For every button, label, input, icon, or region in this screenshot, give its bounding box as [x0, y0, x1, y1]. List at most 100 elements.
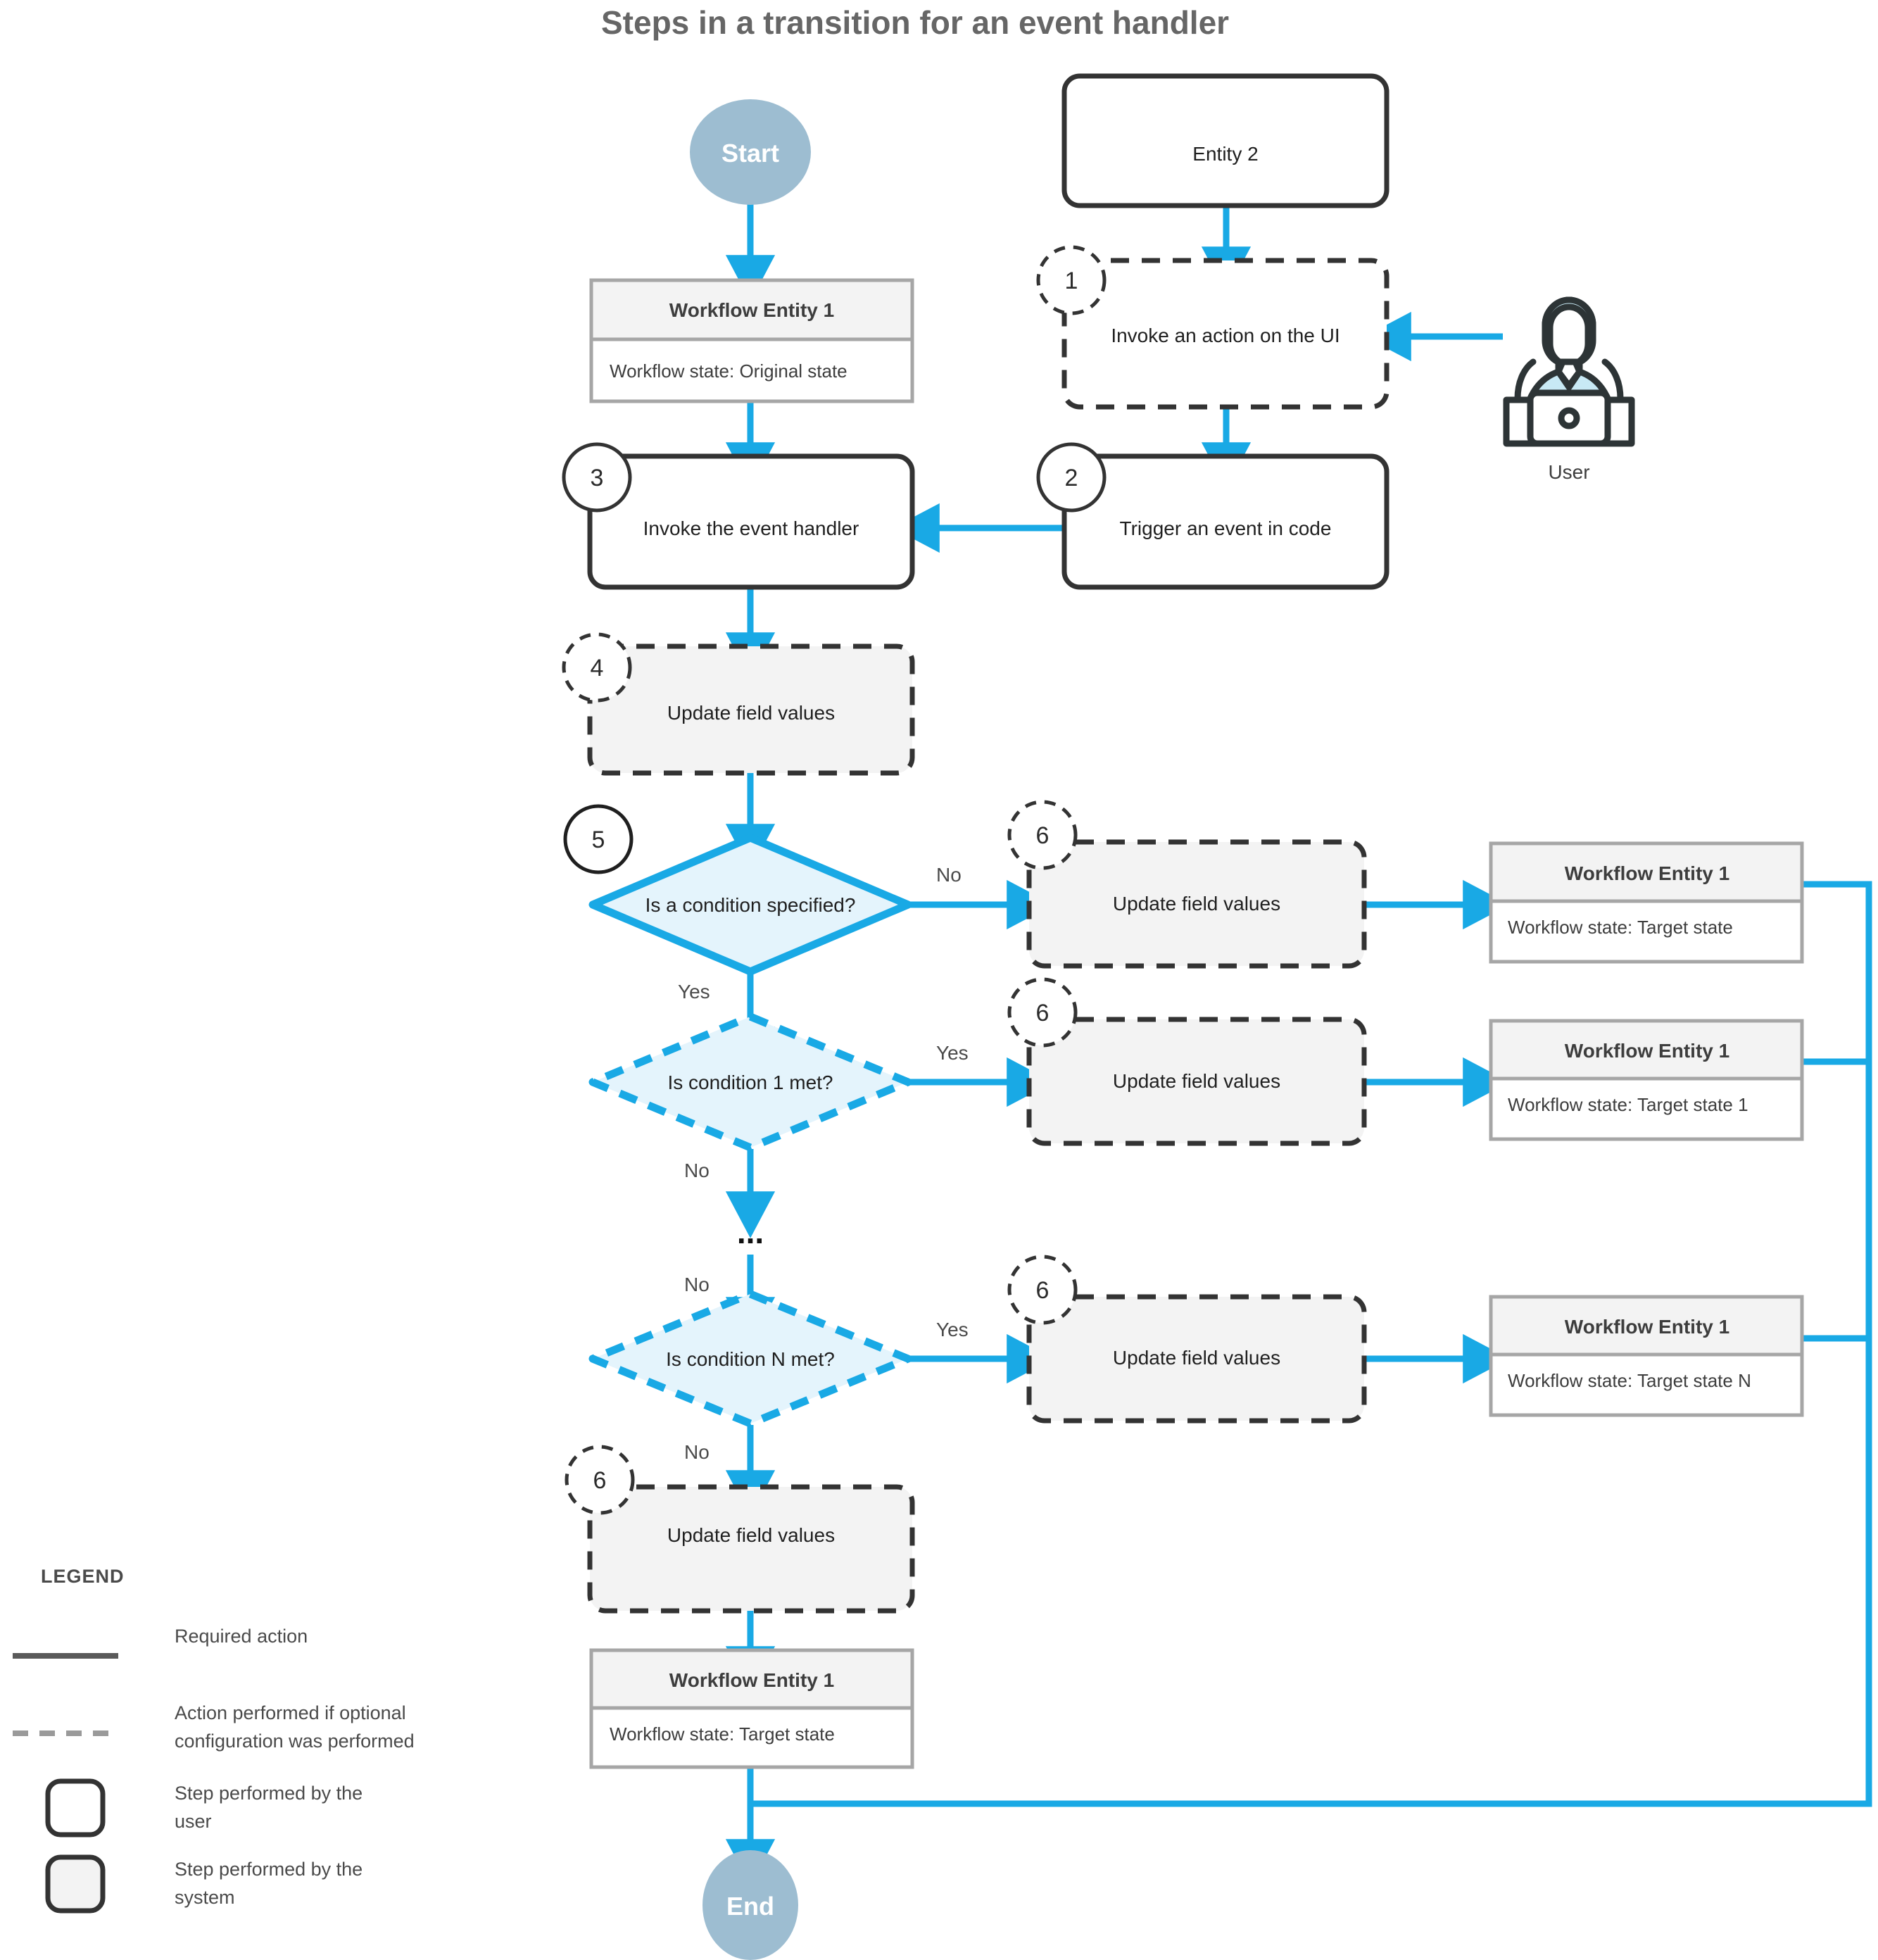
step-badge-3-circle [562, 442, 632, 513]
entity-target-body: Workflow state: Target state [1508, 917, 1733, 938]
legend-item-1-text-line2: configuration was performed [175, 1730, 415, 1752]
entity2-label: Entity 2 [1192, 143, 1258, 165]
entity-target-1-body: Workflow state: Target state 1 [1508, 1094, 1748, 1115]
step-badge-5-circle [563, 804, 634, 874]
update-fields-6d-shape [587, 1484, 915, 1614]
start-terminator-shape [690, 99, 811, 205]
node-entity-target-n[interactable]: Workflow Entity 1 Workflow state: Target… [1489, 1295, 1804, 1417]
node-entity-target-final[interactable]: Workflow Entity 1 Workflow state: Target… [589, 1648, 914, 1769]
legend-item-3-text-line2: system [175, 1887, 235, 1908]
node-update-fields-6b[interactable]: 6 Update field values [1007, 977, 1367, 1146]
edge-label-condn-no: No [684, 1441, 710, 1463]
update-fields-6b-shape [1026, 1017, 1367, 1146]
user-at-laptop-icon: User [1503, 296, 1635, 483]
invoke-ui-shape [1061, 258, 1389, 410]
edge-label-decision5-yes: Yes [678, 981, 710, 1003]
node-invoke-handler[interactable]: 3 Invoke the event handler [562, 442, 915, 590]
decision5-shape [588, 834, 912, 976]
legend-item-1-text-line1: Action performed if optional [175, 1702, 406, 1723]
legend-item-3-text-line1: Step performed by the [175, 1859, 363, 1880]
entity-target-final-body: Workflow state: Target state [610, 1723, 835, 1745]
node-decision-condition-1[interactable]: Is condition 1 met? [588, 1012, 912, 1152]
edge-label-cond1-yes: Yes [936, 1042, 969, 1064]
step-badge-3-number: 3 [591, 465, 604, 491]
legend-item-2-text-line1: Step performed by the [175, 1783, 363, 1804]
step-badge-6b-number: 6 [1036, 1000, 1050, 1026]
edge-label-cond1-no: No [684, 1160, 710, 1181]
legend-swatch-white-rounded-box [45, 1778, 106, 1837]
node-decision-condition-specified[interactable]: 5 Is a condition specified? [563, 804, 912, 976]
ellipsis-label: ... [737, 1214, 764, 1250]
entity-target-header-band [1489, 841, 1804, 903]
step-badge-4-number: 4 [591, 655, 604, 681]
node-update-fields-6d[interactable]: 6 Update field values [565, 1445, 915, 1614]
legend-heading: LEGEND [41, 1566, 125, 1587]
entity-original-body: Workflow state: Original state [610, 360, 847, 382]
step-badge-6d-number: 6 [593, 1467, 607, 1494]
node-trigger-event[interactable]: 2 Trigger an event in code [1036, 442, 1389, 590]
update-fields-6a-label: Update field values [1113, 893, 1280, 915]
step-badge-1-number: 1 [1065, 268, 1078, 294]
invoke-handler-shape [587, 453, 915, 590]
step-badge-6a-number: 6 [1036, 822, 1050, 849]
step-badge-6c-circle [1007, 1255, 1078, 1325]
entity-target-final-header: Workflow Entity 1 [669, 1669, 834, 1691]
update-fields-4-shape [587, 643, 915, 776]
entity-original-header: Workflow Entity 1 [669, 299, 834, 321]
user-label: User [1548, 461, 1589, 483]
node-end[interactable]: End [702, 1850, 798, 1960]
entity-target-header: Workflow Entity 1 [1565, 862, 1729, 884]
start-label: Start [721, 139, 779, 168]
end-terminator-shape [702, 1850, 798, 1960]
step-badge-6a-circle [1007, 800, 1078, 870]
update-fields-4-label: Update field values [667, 702, 835, 724]
entity-target-1-header: Workflow Entity 1 [1565, 1040, 1729, 1062]
legend-item-0-text: Required action [175, 1626, 308, 1647]
node-entity-target-1[interactable]: Workflow Entity 1 Workflow state: Target… [1489, 1019, 1804, 1141]
edge-return-bus-target [750, 881, 1872, 1807]
step-badge-6c-number: 6 [1036, 1277, 1050, 1304]
step-badge-5-number: 5 [592, 827, 605, 853]
node-update-fields-6a[interactable]: 6 Update field values [1007, 800, 1367, 969]
decision-condn-label: Is condition N met? [666, 1348, 835, 1370]
decision-cond1-shape [588, 1012, 912, 1152]
node-entity2[interactable]: Entity 2 [1061, 73, 1389, 208]
invoke-ui-label: Invoke an action on the UI [1111, 325, 1340, 346]
legend-item-2-text-line2: user [175, 1811, 212, 1832]
decision-cond1-label: Is condition 1 met? [667, 1072, 833, 1093]
connector-layer [725, 200, 1872, 1886]
decision-condn-shape [588, 1290, 912, 1428]
node-update-fields-6c[interactable]: 6 Update field values [1007, 1255, 1367, 1424]
step-badge-6d-circle [565, 1445, 635, 1515]
legend-swatch-gray-rounded-box [45, 1854, 106, 1914]
trigger-event-shape [1061, 453, 1389, 590]
invoke-handler-label: Invoke the event handler [643, 517, 859, 539]
step-badge-2-circle [1036, 442, 1107, 513]
decision5-label: Is a condition specified? [645, 894, 856, 916]
legend: LEGEND Required action Action performed … [13, 1566, 415, 1914]
edge-label-condn-yes: Yes [936, 1319, 969, 1340]
step-badge-6b-circle [1007, 977, 1078, 1048]
entity-original-header-band [589, 278, 914, 341]
entity2-shape [1061, 73, 1389, 208]
node-entity-original[interactable]: Workflow Entity 1 Workflow state: Origin… [589, 278, 914, 403]
trigger-event-label: Trigger an event in code [1120, 517, 1332, 539]
node-entity-target[interactable]: Workflow Entity 1 Workflow state: Target… [1489, 841, 1804, 964]
entity-target-1-header-band [1489, 1019, 1804, 1081]
update-fields-6a-shape [1026, 839, 1367, 969]
step-badge-4-circle [562, 632, 632, 703]
update-fields-6c-shape [1026, 1294, 1367, 1424]
node-update-fields-4[interactable]: 4 Update field values [562, 632, 915, 776]
update-fields-6b-label: Update field values [1113, 1070, 1280, 1092]
step-badge-1-circle [1036, 245, 1107, 315]
end-label: End [726, 1892, 774, 1921]
node-decision-condition-n[interactable]: Is condition N met? [588, 1290, 912, 1428]
edge-label-decision5-no: No [936, 864, 962, 886]
node-invoke-ui[interactable]: 1 Invoke an action on the UI [1036, 245, 1389, 410]
step-badge-2-number: 2 [1065, 465, 1078, 491]
node-start[interactable]: Start [690, 99, 811, 205]
update-fields-6d-label: Update field values [667, 1524, 835, 1546]
edge-label-condn-in-no: No [684, 1274, 710, 1295]
